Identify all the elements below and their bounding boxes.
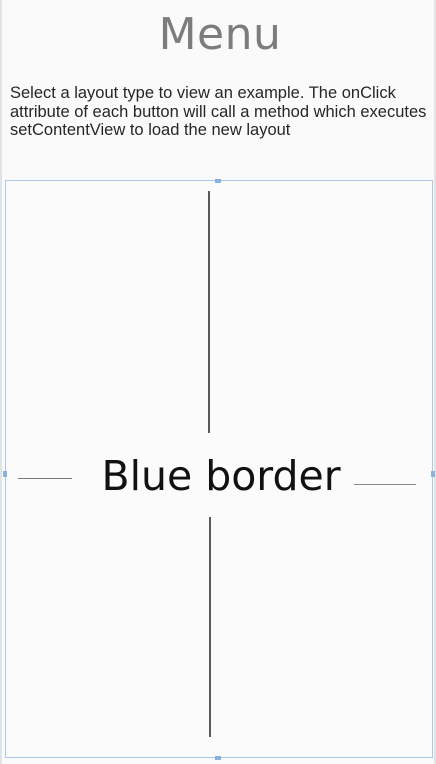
layout-preview-area[interactable]: Blue border (3, 179, 435, 760)
vertical-guide-top (208, 191, 210, 433)
instruction-text: Select a layout type to view an example.… (10, 84, 427, 139)
vertical-guide-bottom (209, 517, 211, 737)
horizontal-guide-right (354, 484, 416, 485)
page-title: Menu (158, 9, 282, 60)
horizontal-guide-left (18, 478, 72, 479)
center-label: Blue border (101, 452, 341, 500)
resize-handle-top[interactable] (215, 179, 221, 183)
resize-handle-left[interactable] (3, 471, 7, 477)
resize-handle-bottom[interactable] (215, 756, 221, 760)
resize-handle-right[interactable] (431, 471, 435, 477)
